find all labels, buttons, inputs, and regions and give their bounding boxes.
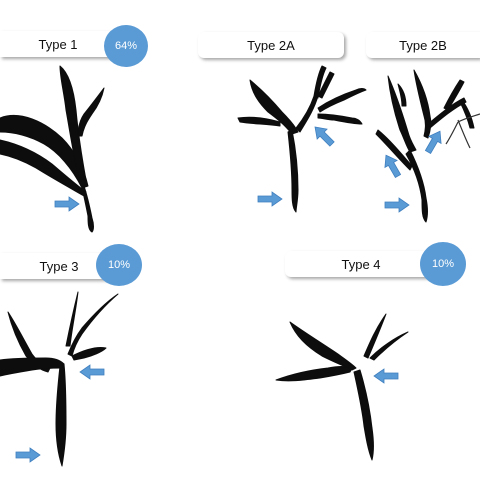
- type3-arrow-bottom: [15, 447, 41, 463]
- type2a-diagram: [237, 65, 367, 213]
- type3-upper-right-leaf2: [67, 293, 119, 357]
- type2b-outline-branch: [445, 113, 480, 149]
- type2a-arrow-bottom: [257, 191, 283, 207]
- type3-label-text: Type 3: [39, 258, 79, 274]
- type3-stem: [55, 363, 67, 467]
- type3-left-wing: [0, 357, 65, 377]
- type1-label-text: Type 1: [38, 36, 78, 52]
- type1-right-branch: [77, 87, 105, 137]
- type4-label-text: Type 4: [341, 256, 381, 272]
- type2a-arrow-side: [309, 121, 338, 150]
- type1-arrow: [54, 196, 80, 212]
- type2b-left-leaf: [387, 75, 417, 153]
- type2b-stem: [405, 149, 428, 223]
- type2a-stem: [287, 129, 299, 213]
- type2a-left-leaf: [249, 79, 299, 135]
- type2b-branch-right: [427, 97, 467, 129]
- type2b-label: Type 2B: [366, 32, 480, 58]
- type2b-center-leaf: [413, 69, 432, 139]
- type4-percent-text: 10%: [431, 258, 455, 270]
- type1-center-branch: [59, 65, 87, 183]
- type3-diagram: [0, 291, 119, 467]
- type3-percent-badge: 10%: [96, 244, 142, 286]
- type1-diagram: [0, 65, 105, 233]
- type2a-branch-top2: [317, 71, 335, 99]
- type2b-left-leaf2: [397, 83, 407, 107]
- type4-label: Type 4: [285, 251, 437, 277]
- type3-upper-left-leaf: [7, 311, 51, 373]
- type1-stem: [81, 185, 94, 233]
- type4-diagram: [275, 313, 409, 461]
- type3-arrow-side: [79, 364, 105, 380]
- type1-left-branch: [0, 114, 89, 189]
- type1-percent-text: 64%: [114, 40, 138, 52]
- type1-percent-badge: 64%: [104, 25, 148, 67]
- type2a-branch-low: [317, 113, 363, 125]
- type3-percent-text: 10%: [107, 259, 131, 271]
- type2b-label-text: Type 2B: [399, 37, 447, 53]
- type1-label: Type 1: [0, 31, 116, 57]
- type3-upper-right-leaf: [65, 291, 79, 347]
- type2a-label-text: Type 2A: [247, 37, 295, 53]
- type4-stem: [353, 369, 374, 461]
- type4-upper-right-leaf2: [369, 331, 409, 361]
- type4-left-lower-leaf: [275, 366, 353, 382]
- type2a-left-leaf-tip: [237, 116, 281, 127]
- type2a-branch-mid: [317, 88, 367, 113]
- type4-left-upper-leaf: [289, 321, 357, 371]
- type2b-arrow-bottom: [384, 197, 410, 213]
- type2b-diagram: [375, 69, 475, 223]
- type3-right-wing: [71, 347, 107, 361]
- type4-arrow: [373, 368, 399, 384]
- type2a-label: Type 2A: [198, 32, 344, 58]
- type4-upper-right-leaf: [363, 313, 387, 359]
- type2a-branch-top: [313, 65, 327, 99]
- type2b-lower-left: [375, 129, 413, 171]
- type2b-branch-right2: [443, 79, 465, 111]
- type2b-branch-far: [459, 99, 475, 129]
- type4-percent-badge: 10%: [420, 242, 466, 286]
